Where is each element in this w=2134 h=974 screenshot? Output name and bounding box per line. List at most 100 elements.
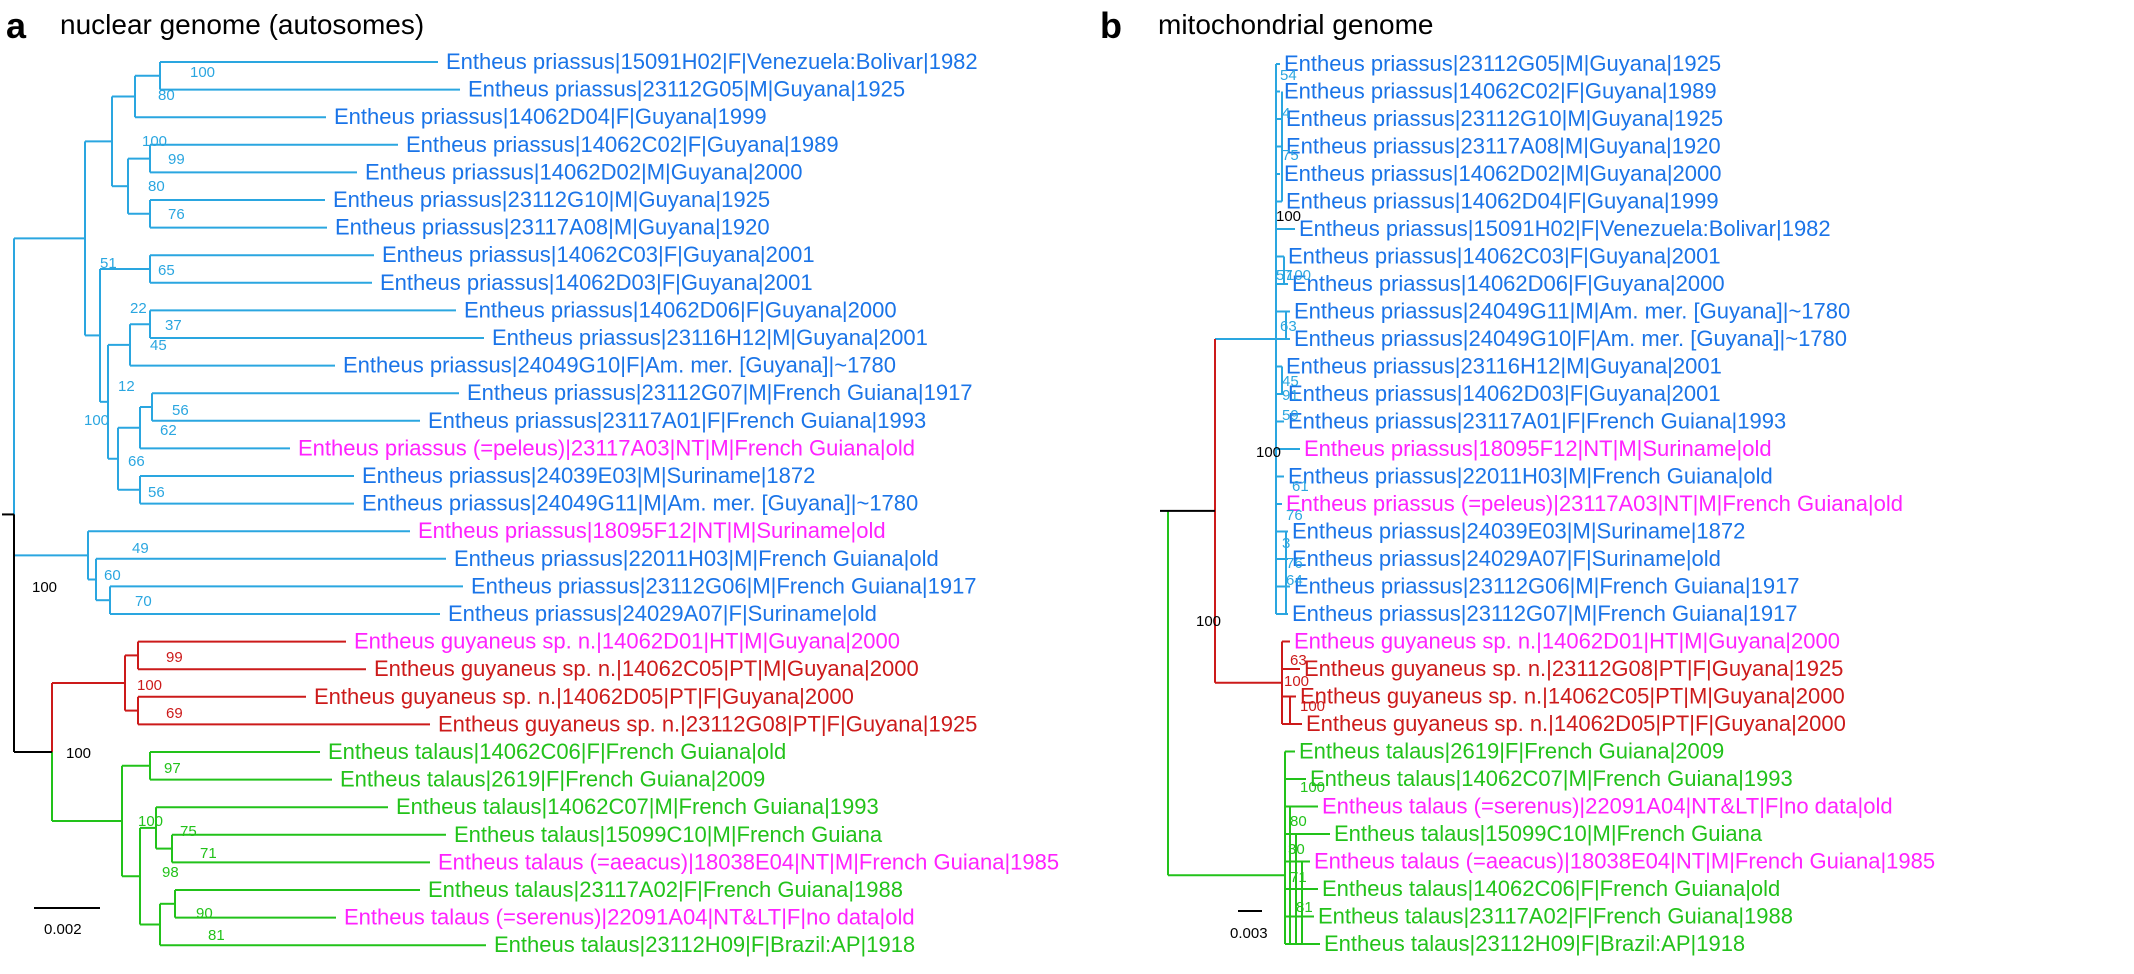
support-value: 59: [1282, 407, 1299, 424]
support-value: 12: [118, 378, 135, 395]
support-value: 81: [1296, 899, 1313, 916]
leaf-label: Entheus priassus|14062D03|F|Guyana|2001: [1288, 381, 1721, 406]
leaf-label: Entheus priassus|23116H12|M|Guyana|2001: [492, 325, 928, 350]
support-value: 100: [32, 579, 57, 596]
leaf-label: Entheus guyaneus sp. n.|23112G08|PT|F|Gu…: [438, 711, 977, 736]
leaf-label: Entheus priassus (=peleus)|23117A03|NT|M…: [1286, 491, 1903, 516]
leaf-label: Entheus priassus|23112G05|M|Guyana|1925: [468, 77, 905, 102]
leaf-label: Entheus priassus|24049G11|M|Am. mer. [Gu…: [1294, 299, 1850, 324]
panel-b-letter: b: [1100, 5, 1122, 46]
leaf-label: Entheus talaus|14062C07|M|French Guiana|…: [396, 794, 879, 819]
leaf-label: Entheus talaus|2619|F|French Guiana|2009: [340, 767, 765, 792]
support-value: 76: [1286, 555, 1303, 572]
leaf-label: Entheus priassus|23112G07|M|French Guian…: [467, 380, 973, 405]
support-value: 63: [1280, 318, 1297, 335]
leaf-label: Entheus priassus|24049G10|F|Am. mer. [Gu…: [343, 353, 896, 378]
leaf-label: Entheus talaus|15099C10|M|French Guiana: [454, 822, 883, 847]
support-value: 65: [158, 262, 175, 279]
leaf-label: Entheus talaus (=serenus)|22091A04|NT&LT…: [1322, 794, 1893, 819]
support-value: 100: [1286, 267, 1311, 284]
leaf-label: Entheus priassus|23112G10|M|Guyana|1925: [333, 187, 770, 212]
support-value: 4: [1282, 105, 1290, 122]
support-value: 63: [1290, 652, 1307, 669]
panel-a-title: nuclear genome (autosomes): [60, 9, 424, 40]
leaf-label: Entheus priassus|18095F12|NT|M|Suriname|…: [418, 518, 886, 543]
leaf-label: Entheus priassus|14062C02|F|Guyana|1989: [406, 132, 839, 157]
leaf-label: Entheus priassus|15091H02|F|Venezuela:Bo…: [1299, 216, 1831, 241]
leaf-label: Entheus priassus|22011H03|M|French Guian…: [454, 546, 939, 571]
leaf-label: Entheus talaus|14062C06|F|French Guiana|…: [1322, 876, 1780, 901]
support-value: 51: [100, 255, 117, 272]
support-value: 80: [1290, 813, 1307, 830]
leaf-label: Entheus talaus|23112H09|F|Brazil:AP|1918: [1324, 931, 1745, 956]
support-value: 66: [128, 453, 145, 470]
support-value: 100: [190, 64, 215, 81]
leaf-label: Entheus priassus|14062C03|F|Guyana|2001: [382, 242, 815, 267]
leaf-label: Entheus priassus|24049G10|F|Am. mer. [Gu…: [1294, 326, 1847, 351]
leaf-label: Entheus priassus|24029A07|F|Suriname|old: [448, 601, 877, 626]
leaf-label: Entheus priassus|23112G05|M|Guyana|1925: [1284, 51, 1721, 76]
support-value: 45: [150, 337, 167, 354]
leaf-label: Entheus talaus (=aeacus)|18038E04|NT|M|F…: [1314, 849, 1935, 874]
leaf-label: Entheus priassus|24049G11|M|Am. mer. [Gu…: [362, 491, 918, 516]
leaf-label: Entheus priassus|14062D06|F|Guyana|2000: [1292, 271, 1725, 296]
support-value: 99: [168, 151, 185, 168]
support-value: 100: [1276, 208, 1301, 225]
support-value: 60: [104, 567, 121, 584]
support-value: 30: [1288, 841, 1305, 858]
leaf-label: Entheus guyaneus sp. n.|14062D05|PT|F|Gu…: [314, 684, 854, 709]
leaf-label: Entheus priassus|14062D04|F|Guyana|1999: [1286, 189, 1719, 214]
support-value: 100: [84, 412, 109, 429]
support-value: 70: [135, 593, 152, 610]
panel-a-letter: a: [6, 5, 27, 46]
leaf-label: Entheus priassus|14062C02|F|Guyana|1989: [1284, 79, 1717, 104]
support-value: 100: [1284, 673, 1309, 690]
support-value: 100: [137, 677, 162, 694]
leaf-label: Entheus talaus|2619|F|French Guiana|2009: [1299, 739, 1724, 764]
support-value: 57: [1276, 267, 1293, 284]
leaf-label: Entheus priassus|23117A08|M|Guyana|1920: [1286, 134, 1721, 159]
leaf-label: Entheus priassus|22011H03|M|French Guian…: [1288, 464, 1773, 489]
leaf-label: Entheus priassus|23112G06|M|French Guian…: [471, 573, 977, 598]
panel-b-tree: Entheus priassus|23112G05|M|Guyana|1925E…: [1160, 51, 1935, 956]
support-value: 90: [196, 905, 213, 922]
leaf-label: Entheus priassus|23112G06|M|French Guian…: [1294, 574, 1800, 599]
support-value: 56: [172, 402, 189, 419]
leaf-label: Entheus priassus|14062D03|F|Guyana|2001: [380, 270, 813, 295]
leaf-label: Entheus talaus (=serenus)|22091A04|NT&LT…: [344, 905, 915, 930]
support-value: 97: [164, 760, 181, 777]
support-value: 80: [148, 178, 165, 195]
support-value: 91: [1282, 387, 1299, 404]
leaf-label: Entheus priassus|14062C03|F|Guyana|2001: [1288, 244, 1721, 269]
leaf-label: Entheus priassus|14062D06|F|Guyana|2000: [464, 297, 897, 322]
support-value: 76: [168, 206, 185, 223]
leaf-label: Entheus guyaneus sp. n.|23112G08|PT|F|Gu…: [1304, 656, 1843, 681]
support-value: 81: [208, 927, 225, 944]
support-value: 76: [1286, 507, 1303, 524]
panel-a-scale-label: 0.002: [44, 921, 82, 938]
support-value: 100: [1300, 779, 1325, 796]
support-value: 49: [132, 540, 149, 557]
leaf-label: Entheus priassus (=peleus)|23117A03|NT|M…: [298, 435, 915, 460]
support-value: 100: [1196, 613, 1221, 630]
leaf-label: Entheus priassus|23117A01|F|French Guian…: [1288, 409, 1786, 434]
support-value: 98: [162, 864, 179, 881]
support-value: 61: [1292, 478, 1309, 495]
support-value: 56: [148, 484, 165, 501]
support-value: 71: [1290, 869, 1307, 886]
leaf-label: Entheus priassus|14062D02|M|Guyana|2000: [1284, 161, 1721, 186]
leaf-label: Entheus priassus|23117A01|F|French Guian…: [428, 408, 926, 433]
leaf-label: Entheus priassus|14062D02|M|Guyana|2000: [365, 159, 802, 184]
support-value: 75: [180, 823, 197, 840]
support-value: 22: [130, 300, 147, 317]
support-value: 71: [200, 845, 217, 862]
leaf-label: Entheus priassus|24039E03|M|Suriname|187…: [362, 463, 815, 488]
support-value: 64: [1286, 572, 1303, 589]
leaf-label: Entheus guyaneus sp. n.|14062C05|PT|M|Gu…: [374, 656, 919, 681]
leaf-label: Entheus priassus|23117A08|M|Guyana|1920: [335, 215, 770, 240]
leaf-label: Entheus talaus|23112H09|F|Brazil:AP|1918: [494, 932, 915, 957]
leaf-label: Entheus guyaneus sp. n.|14062D05|PT|F|Gu…: [1306, 711, 1846, 736]
leaf-label: Entheus priassus|23116H12|M|Guyana|2001: [1286, 354, 1722, 379]
leaf-label: Entheus guyaneus sp. n.|14062C05|PT|M|Gu…: [1300, 684, 1845, 709]
